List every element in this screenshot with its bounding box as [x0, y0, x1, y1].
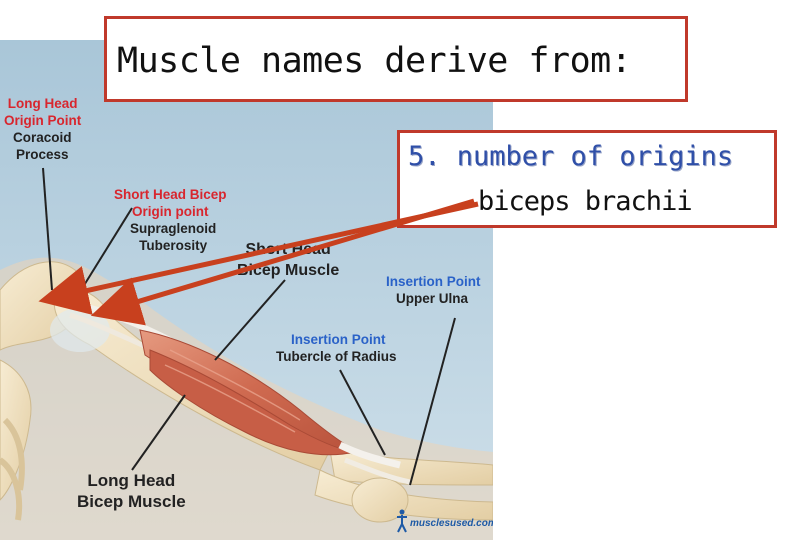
label-insertion-radius-title: Insertion Point: [291, 332, 386, 347]
label-insertion-radius-sub: Tubercle of Radius: [276, 349, 397, 364]
label-long-head-bicep-muscle: Long Head Bicep Muscle: [77, 471, 186, 511]
pointer-insertion-ulna: [409, 317, 456, 486]
rib-line-2: [0, 457, 23, 521]
label-insertion-ulna-title: Insertion Point: [386, 274, 481, 289]
label-insertion-ulna-sub: Upper Ulna: [396, 291, 469, 306]
rib-line-1: [2, 417, 25, 491]
anatomy-illustration: Long Head Origin Point Coracoid Process …: [0, 40, 493, 540]
insertion-tendon: [338, 441, 401, 469]
point-example: biceps brachii: [478, 186, 693, 217]
pointer-long-head-muscle: [131, 394, 186, 471]
muscle-fiber-2: [164, 364, 296, 433]
watermark-figure-icon: [397, 509, 407, 533]
label-short-head-bicep-muscle: Short Head Bicep Muscle: [237, 241, 340, 279]
slide-title: Muscle names derive from:: [117, 41, 632, 81]
shoulder-joint: [50, 308, 110, 352]
point-heading: 5. number of origins: [408, 141, 734, 172]
label-supraglenoid-tuberosity: Supraglenoid Tuberosity: [130, 221, 217, 253]
aponeurosis: [344, 457, 411, 485]
watermark-text: musclesused.com: [410, 518, 493, 529]
title-box: Muscle names derive from:: [104, 16, 688, 102]
elbow-bone: [351, 477, 409, 523]
muscle-fiber-1: [169, 349, 301, 421]
label-long-head-origin: Long Head Origin Point: [4, 96, 82, 128]
label-coracoid-process: Coracoid Process: [13, 130, 72, 162]
pointer-insertion-radius: [339, 369, 386, 456]
info-box: 5. number of origins biceps brachii: [397, 130, 777, 228]
label-short-head-origin: Short Head Bicep Origin point: [114, 187, 227, 219]
